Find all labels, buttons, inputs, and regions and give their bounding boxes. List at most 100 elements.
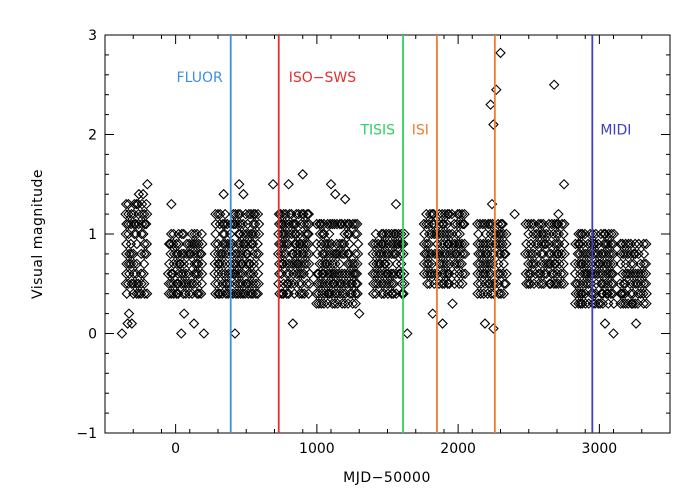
data-point: [121, 238, 132, 250]
data-point: [570, 278, 581, 290]
data-point: [193, 288, 205, 299]
data-point: [559, 238, 570, 250]
data-point: [483, 238, 494, 250]
data-point: [230, 208, 241, 220]
data-point: [175, 258, 186, 270]
data-point: [368, 278, 379, 290]
data-point: [181, 248, 193, 260]
x-tick-label: 0: [171, 441, 180, 457]
data-point: [600, 238, 612, 250]
y-axis-title: Visual magnitude: [30, 169, 46, 299]
data-point: [399, 228, 410, 240]
data-point: [250, 228, 261, 240]
data-point: [457, 268, 468, 280]
x-axis-title: MJD−50000: [343, 470, 431, 486]
data-point: [232, 268, 244, 280]
data-point: [556, 278, 567, 290]
data-point: [314, 228, 326, 240]
data-point: [640, 278, 652, 290]
data-point: [235, 238, 246, 250]
data-point: [386, 278, 398, 290]
data-point: [232, 208, 244, 220]
data-point: [424, 278, 436, 290]
data-point: [141, 288, 153, 299]
data-point: [212, 278, 224, 290]
data-point: [219, 248, 231, 260]
data-point: [585, 238, 597, 250]
data-point: [196, 258, 208, 270]
data-point: [497, 218, 508, 230]
data-point: [138, 278, 150, 290]
data-point: [176, 248, 187, 260]
data-point: [332, 278, 343, 290]
data-point: [475, 288, 486, 299]
data-point: [533, 218, 544, 230]
data-point: [592, 268, 604, 280]
data-point: [350, 248, 361, 260]
data-point: [419, 228, 430, 240]
data-point: [253, 278, 264, 290]
data-point: [319, 238, 330, 250]
data-point: [289, 288, 300, 299]
data-point: [443, 268, 455, 280]
data-point: [638, 238, 649, 250]
data-point: [178, 278, 190, 290]
data-point: [438, 278, 450, 290]
data-point: [588, 238, 599, 250]
data-point: [296, 268, 307, 280]
data-point: [497, 268, 509, 280]
data-point: [347, 258, 358, 270]
data-point: [313, 268, 324, 280]
data-point: [635, 278, 647, 290]
data-point: [212, 258, 224, 270]
data-point: [585, 288, 597, 299]
data-point: [615, 258, 627, 270]
data-point: [178, 228, 189, 240]
data-point: [189, 258, 200, 270]
data-point: [136, 228, 147, 240]
data-point: [390, 198, 402, 210]
data-point: [559, 218, 570, 230]
instrument-label: ISO−SWS: [289, 70, 356, 86]
data-point: [521, 278, 532, 290]
data-point: [220, 288, 232, 299]
data-point: [536, 278, 547, 290]
data-point: [342, 278, 353, 290]
data-point: [615, 288, 626, 299]
data-point: [121, 218, 132, 230]
data-point: [421, 248, 432, 260]
data-point: [163, 238, 175, 250]
data-point: [176, 228, 188, 240]
data-point: [632, 268, 644, 280]
data-point: [509, 208, 520, 220]
data-point: [338, 248, 350, 260]
data-point: [240, 278, 252, 290]
data-point: [196, 268, 208, 280]
data-point: [216, 258, 228, 270]
data-point: [388, 278, 400, 290]
data-point: [625, 288, 636, 299]
data-point: [454, 258, 465, 270]
data-point: [334, 218, 346, 230]
data-point: [443, 208, 455, 220]
data-point: [132, 198, 144, 210]
y-tick-label: −1: [76, 426, 97, 442]
data-point: [327, 218, 338, 230]
data-point: [376, 228, 387, 240]
data-point: [536, 238, 547, 250]
data-point: [286, 218, 298, 230]
data-point: [349, 268, 361, 280]
data-point: [194, 248, 205, 260]
data-point: [433, 278, 445, 290]
data-point: [178, 258, 190, 270]
data-point: [210, 278, 221, 290]
data-point: [338, 238, 350, 250]
data-point: [628, 258, 639, 270]
data-point: [454, 208, 465, 220]
data-point: [120, 228, 132, 240]
data-point: [525, 268, 537, 280]
data-point: [235, 268, 246, 280]
data-point: [599, 318, 611, 329]
data-point: [136, 198, 148, 210]
data-point: [337, 288, 349, 299]
